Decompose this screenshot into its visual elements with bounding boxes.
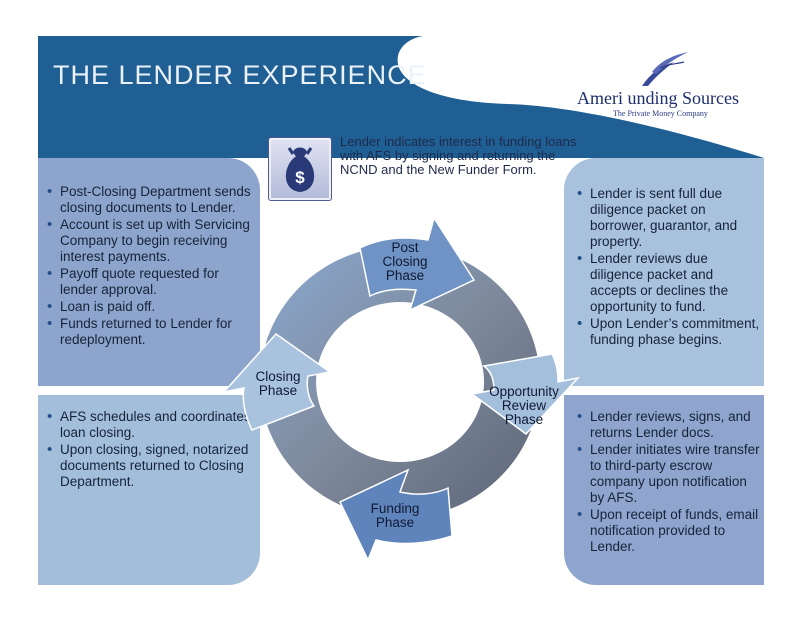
list-item: Account is set up with Servicing Company… — [46, 217, 258, 265]
opportunity-review-panel: Lender is sent full due diligence packet… — [564, 158, 764, 386]
list-item: Upon receipt of funds, email notificatio… — [576, 507, 762, 555]
company-logo: Ameri unding Sources The Private Money C… — [577, 50, 757, 122]
funding-phase-label: Funding Phase — [370, 501, 420, 530]
intro-text: Lender indicates interest in funding loa… — [340, 134, 577, 177]
bird-icon — [642, 52, 688, 86]
list-item: Upon Lender’s commitment, funding phase … — [576, 316, 762, 348]
page-title: THE LENDER EXPERIENCE — [53, 60, 427, 90]
header-banner: THE LENDER EXPERIENCE — [38, 36, 764, 158]
arrow-funding — [338, 468, 453, 562]
opportunity-review-phase-label: Opportunity Review Phase — [489, 384, 559, 427]
arrow-opportunity-review — [470, 353, 581, 436]
arrow-closing — [222, 333, 332, 431]
list-item: Lender reviews due diligence packet and … — [576, 251, 762, 315]
list-item: Funds returned to Lender for redeploymen… — [46, 316, 258, 348]
logo-tagline: The Private Money Company — [613, 109, 708, 118]
cycle-ring — [259, 246, 540, 518]
svg-text:$: $ — [295, 168, 305, 187]
list-item: Lender is sent full due diligence packet… — [576, 186, 762, 250]
post-closing-panel: Post-Closing Department sends closing do… — [38, 158, 260, 386]
list-item: Lender reviews, signs, and returns Lende… — [576, 409, 762, 441]
logo-name: Ameri unding Sources — [577, 88, 739, 108]
closing-panel: AFS schedules and coordinates loan closi… — [38, 395, 260, 585]
header-white-curve — [397, 36, 764, 158]
phase-cycle-diagram — [222, 216, 581, 562]
list-item: Post-Closing Department sends closing do… — [46, 184, 258, 216]
money-bag-icon: $ — [268, 137, 332, 201]
list-item: Upon closing, signed, notarized document… — [46, 442, 258, 490]
arrow-post-closing — [359, 216, 476, 312]
closing-phase-label: Closing Phase — [255, 369, 301, 398]
funding-panel: Lender reviews, signs, and returns Lende… — [564, 395, 764, 585]
list-item: AFS schedules and coordinates loan closi… — [46, 409, 258, 441]
list-item: Loan is paid off. — [46, 299, 258, 315]
post-closing-phase-label: Post Closing Phase — [382, 240, 428, 283]
list-item: Lender initiates wire transfer to third-… — [576, 442, 762, 506]
list-item: Payoff quote requested for lender approv… — [46, 266, 258, 298]
